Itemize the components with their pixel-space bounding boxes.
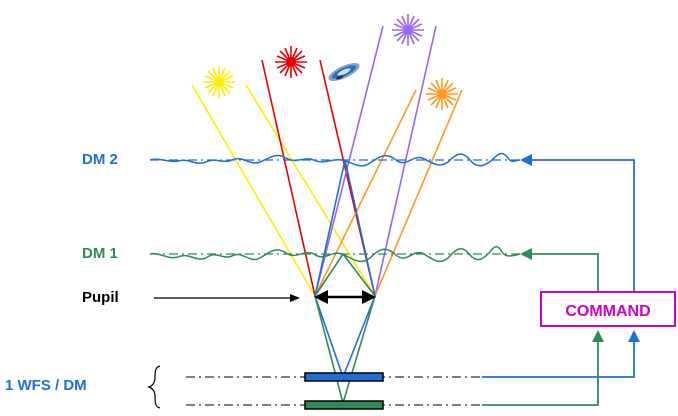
wfs-upper-sensor [304, 372, 384, 382]
command-label: COMMAND [565, 303, 650, 320]
yellow-star-icon [203, 66, 235, 98]
pupil-left-arrowhead-icon [314, 290, 328, 304]
purple-beam-right [374, 25, 437, 297]
blue-beam-bottom-left [314, 295, 344, 378]
wfs-lower-feedback-line [482, 338, 599, 406]
red-beam-left [261, 59, 316, 297]
wfs-label: 1 WFS / DM [5, 377, 87, 394]
dm1-command-arrow-line [528, 253, 599, 292]
yellow-beam-right [245, 84, 376, 297]
galaxy-icon [328, 62, 360, 82]
purple-beam-left [314, 25, 384, 297]
yellow-beam-left [191, 84, 316, 297]
green-beam-top-left [314, 253, 344, 297]
wfs-brace-icon [147, 365, 161, 409]
green-beam-top-right [342, 253, 376, 297]
wfs-lower-arrowhead-icon [592, 330, 604, 342]
dm1-mirror-surface [149, 246, 521, 263]
purple-star-icon [392, 14, 424, 46]
red-star-icon [275, 46, 307, 78]
blue-beam-top-left [314, 159, 346, 297]
dm2-command-arrow-line [528, 159, 635, 292]
light-beams [191, 25, 463, 404]
blue-beam-top-right [344, 159, 376, 297]
orange-beam-left [314, 89, 417, 297]
dm1-label: DM 1 [82, 245, 118, 262]
green-beam-bottom-right [342, 295, 376, 404]
green-beam-bottom-left [314, 295, 344, 404]
wfs-upper-arrowhead-icon [628, 330, 640, 342]
wfs-upper-feedback-line [482, 338, 635, 378]
command-box [540, 291, 676, 327]
orange-star-icon [426, 78, 458, 110]
orange-beam-right [374, 89, 463, 297]
pupil-right-arrowhead-icon [362, 290, 376, 304]
pupil-pointer-arrowhead-icon [290, 294, 300, 302]
dm2-mirror-surface [149, 152, 521, 167]
dm1-arrowhead-icon [520, 248, 532, 260]
wfs-lower-sensor [304, 400, 384, 410]
pupil-label: Pupil [82, 289, 119, 306]
dm2-arrowhead-icon [520, 154, 532, 166]
dm2-label: DM 2 [82, 151, 118, 168]
blue-beam-bottom-right [342, 295, 376, 378]
